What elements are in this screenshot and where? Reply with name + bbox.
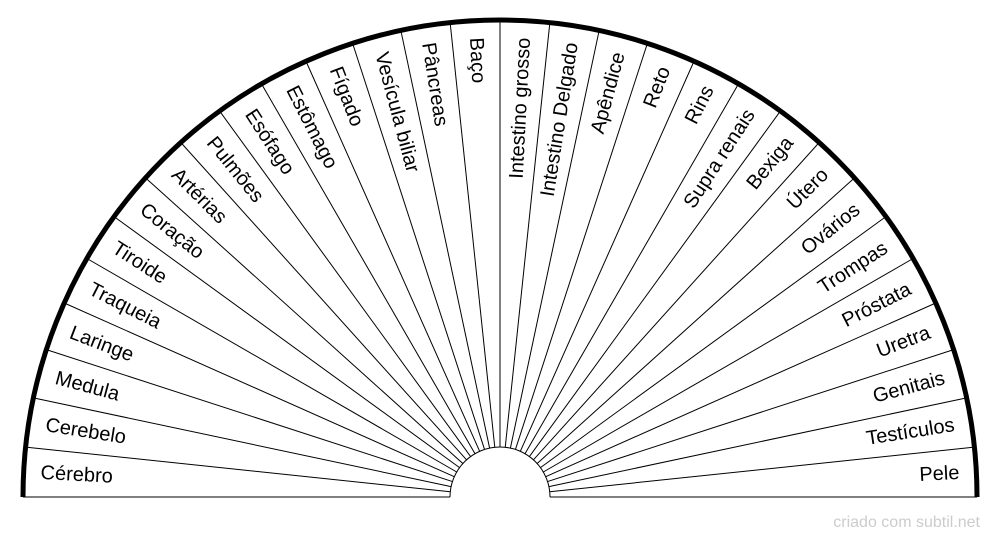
segment-label: Fígado xyxy=(325,64,368,130)
segment-divider xyxy=(509,30,600,449)
segment-divider xyxy=(504,22,551,448)
segment-divider xyxy=(145,177,464,464)
segment-label: Apêndice xyxy=(587,50,630,136)
segment-divider xyxy=(180,142,467,461)
segment-divider xyxy=(400,30,491,449)
segment-divider xyxy=(514,43,648,450)
segment-label: Ovários xyxy=(797,199,864,259)
segment-divider xyxy=(524,83,739,454)
segment-divider xyxy=(543,258,914,473)
segment-label: Testículos xyxy=(865,414,956,450)
segment-label: Traqueia xyxy=(85,278,165,333)
segment-label: Cérebro xyxy=(40,462,113,488)
segment-label: Medula xyxy=(53,367,123,405)
segment-label: Útero xyxy=(782,163,833,214)
segment-divider xyxy=(547,349,954,483)
segment-label: Vesícula biliar xyxy=(370,50,423,175)
segment-label: Próstata xyxy=(839,278,916,332)
segment-divider xyxy=(449,22,496,448)
segment-divider xyxy=(86,258,457,473)
credit-text: criado com subtil.net xyxy=(833,514,980,531)
segment-label: Intestino grosso xyxy=(506,37,535,179)
segment-label: Cerebelo xyxy=(44,414,128,448)
segment-label: Reto xyxy=(639,64,675,111)
segment-dividers xyxy=(25,20,975,493)
segment-divider xyxy=(533,142,820,461)
segment-divider xyxy=(25,446,451,493)
segment-divider xyxy=(305,61,481,452)
segment-label: Tiroide xyxy=(108,237,171,288)
segment-label: Baço xyxy=(465,37,489,84)
segment-divider xyxy=(536,177,855,464)
segment-label: Intestino Delgado xyxy=(537,41,583,198)
segment-divider xyxy=(46,349,453,483)
segment-divider xyxy=(64,302,455,478)
segment-label: Artérias xyxy=(167,164,231,228)
segment-label: Esófago xyxy=(240,105,298,179)
segment-label: Rins xyxy=(681,82,719,128)
segment-divider xyxy=(219,110,472,457)
segment-divider xyxy=(33,397,452,488)
segment-divider xyxy=(261,83,476,454)
segment-divider xyxy=(113,216,460,469)
segment-label: Pâncreas xyxy=(417,41,452,128)
segment-divider xyxy=(545,302,936,478)
segment-divider xyxy=(549,446,975,493)
segment-divider xyxy=(352,43,486,450)
segment-divider xyxy=(528,110,781,457)
segment-divider xyxy=(540,216,887,469)
segment-label: Uretra xyxy=(874,322,935,363)
segment-label: Pele xyxy=(919,462,960,486)
segment-divider xyxy=(548,397,967,488)
center-hub-arc xyxy=(449,446,551,498)
outer-arc xyxy=(20,17,980,498)
segment-label: Bexiga xyxy=(742,132,798,194)
segment-divider xyxy=(519,61,695,452)
